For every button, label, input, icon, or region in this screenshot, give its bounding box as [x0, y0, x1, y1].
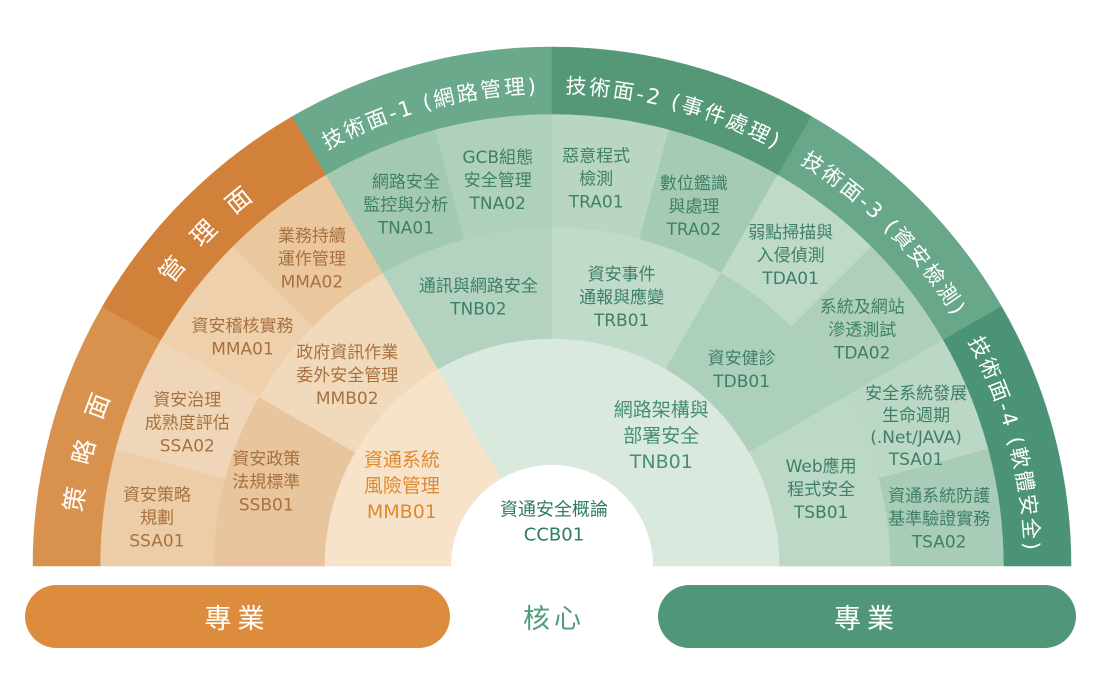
professional-left-label: 專業 — [204, 604, 271, 635]
professional-right-bar: 專業 — [658, 585, 1076, 648]
band-arc-tech4 — [943, 306, 1072, 567]
professional-left-bar: 專業 — [25, 585, 450, 648]
sector-CCB01 — [451, 465, 653, 566]
label-TSA01: 安全系統發展生命週期(.Net/JAVA)TSA01 — [865, 384, 967, 470]
core-bar-label: 核心 — [523, 604, 585, 635]
professional-right-label: 專業 — [834, 604, 900, 635]
core-bar: 核心 — [450, 585, 658, 648]
